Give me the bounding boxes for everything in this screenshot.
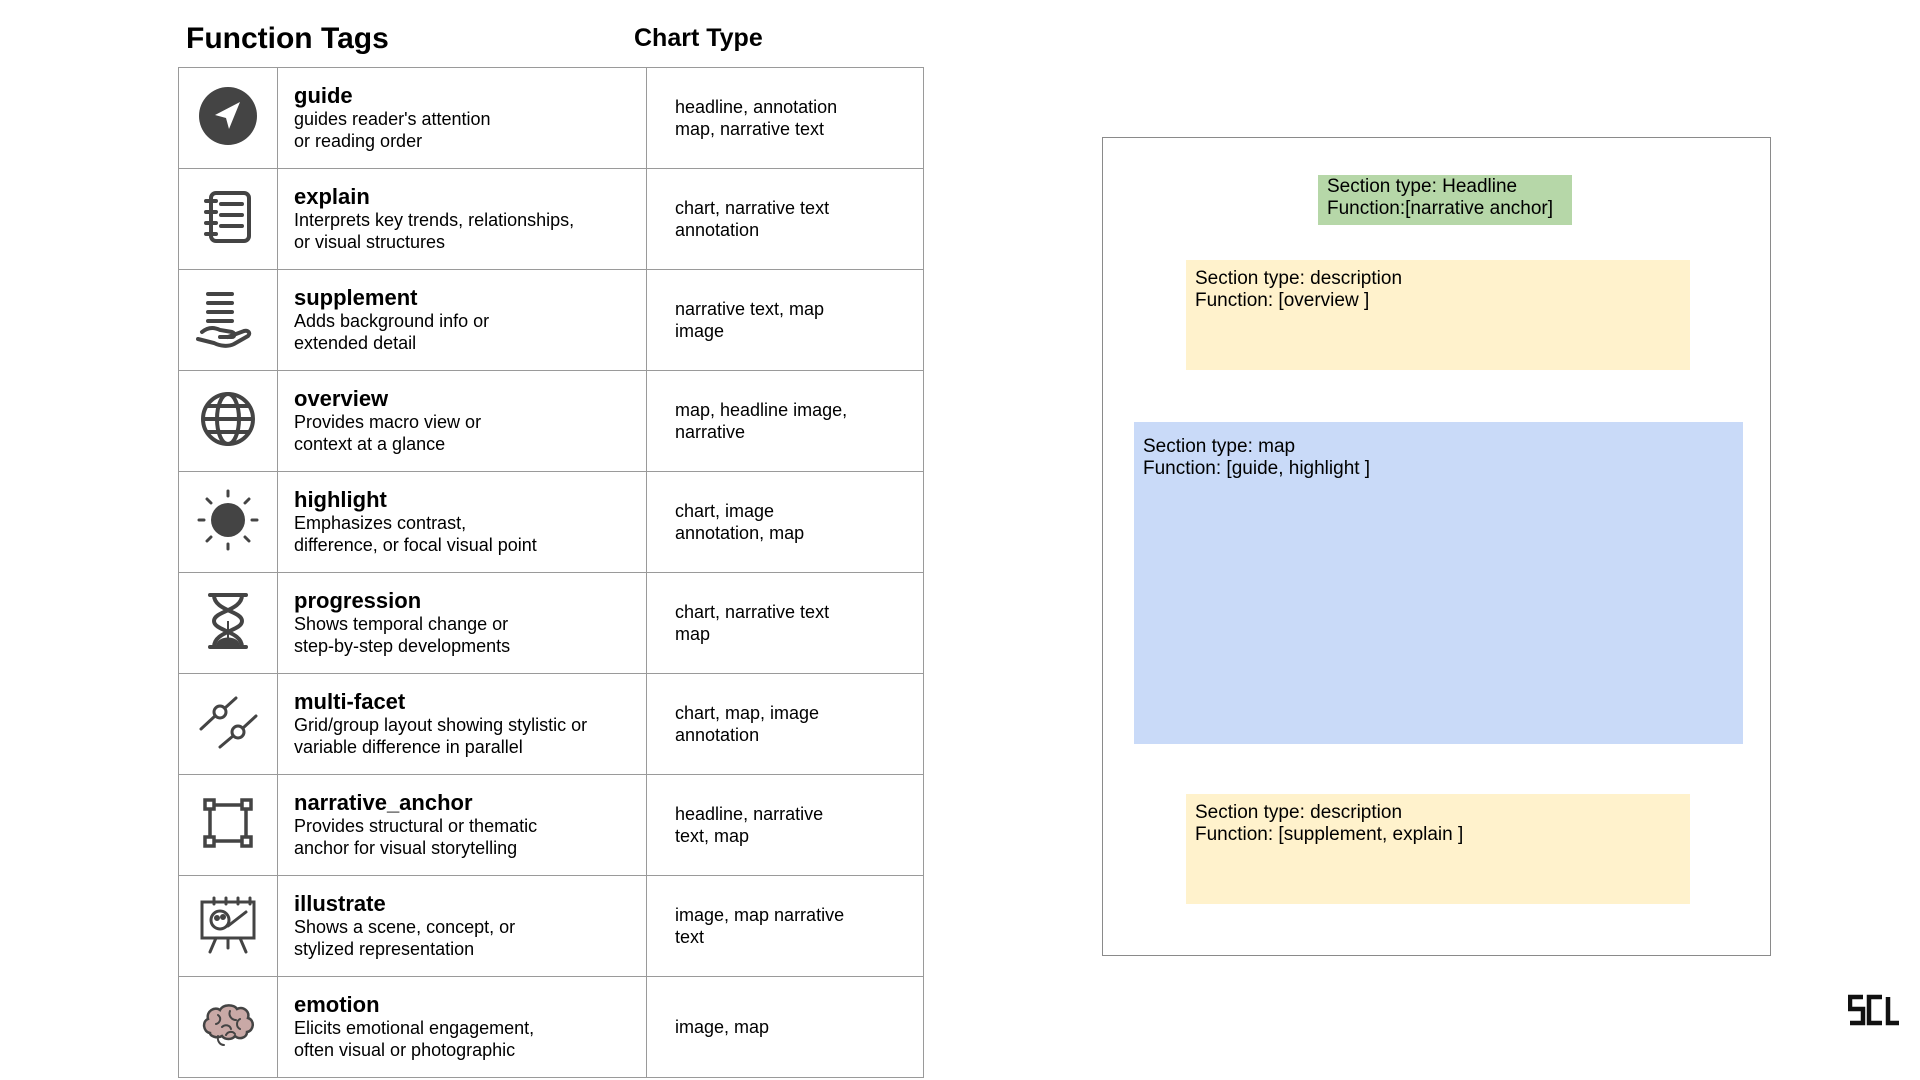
function-tags-header: Function Tags	[186, 22, 389, 55]
chart-type-text: headline, narrative	[675, 804, 824, 824]
section-function-label: Function:[narrative anchor]	[1327, 198, 1554, 219]
table-row: supplement Adds background info or exten…	[178, 269, 924, 371]
chart-type-text: chart, narrative text	[675, 198, 830, 218]
layout-example-canvas: Section type: Headline Function:[narrati…	[1102, 137, 1771, 956]
tag-description: difference, or focal visual point	[294, 535, 537, 555]
tag-description: Shows temporal change or	[294, 614, 509, 634]
table-row: highlight Emphasizes contrast, differenc…	[178, 471, 924, 573]
icon-cell	[178, 572, 278, 674]
tag-name: emotion	[294, 992, 380, 1017]
tag-description: Emphasizes contrast,	[294, 513, 467, 533]
lab-logo-icon: SCL	[1847, 994, 1901, 1026]
sun-icon	[196, 488, 260, 552]
tag-name: highlight	[294, 487, 387, 512]
tag-description: Provides macro view or	[294, 412, 482, 432]
chart-type-text: annotation, map	[675, 523, 805, 543]
table-row: explain Interprets key trends, relations…	[178, 168, 924, 270]
tag-name: supplement	[294, 285, 418, 310]
paper-plane-icon	[196, 84, 260, 148]
tag-name: overview	[294, 386, 389, 411]
table-row: overview Provides macro view or context …	[178, 370, 924, 472]
icon-cell	[178, 774, 278, 876]
anchor-square-icon	[196, 791, 260, 855]
chart-type-text: chart, image	[675, 501, 775, 521]
brain-icon	[196, 993, 260, 1057]
map-section: Section type: map Function: [guide, high…	[1134, 422, 1743, 744]
chart-type-text: annotation	[675, 725, 760, 745]
tag-name: guide	[294, 83, 353, 108]
table-row: multi-facet Grid/group layout showing st…	[178, 673, 924, 775]
hand-giving-icon	[196, 286, 260, 350]
chart-type-text: map, narrative text	[675, 119, 825, 139]
tag-description: context at a glance	[294, 434, 446, 454]
tag-description: variable difference in parallel	[294, 737, 523, 757]
hourglass-icon	[196, 589, 260, 653]
section-type-label: Section type: Headline	[1327, 176, 1518, 197]
icon-cell	[178, 168, 278, 270]
section-type-label: Section type: map	[1143, 436, 1296, 457]
tag-description: Interprets key trends, relationships,	[294, 210, 575, 230]
tag-description: guides reader's attention	[294, 109, 491, 129]
icon-cell	[178, 471, 278, 573]
tag-description: stylized representation	[294, 939, 475, 959]
tag-name: illustrate	[294, 891, 386, 916]
chart-type-text: image	[675, 321, 725, 341]
tag-description: step-by-step developments	[294, 636, 511, 656]
tag-description: Grid/group layout showing stylistic or	[294, 715, 588, 735]
tag-description: Adds background info or	[294, 311, 490, 331]
tag-description: Elicits emotional engagement,	[294, 1018, 535, 1038]
easel-palette-icon	[196, 892, 260, 956]
section-type-label: Section type: description	[1195, 268, 1403, 289]
tag-name: progression	[294, 588, 422, 613]
chart-type-text: map	[675, 624, 711, 644]
chart-type-header: Chart Type	[634, 24, 763, 52]
chart-type-text: text, map	[675, 826, 750, 846]
chart-type-text: image, map narrative	[675, 905, 845, 925]
connected-nodes-icon	[196, 690, 260, 754]
description-section: Section type: description Function: [ove…	[1186, 260, 1690, 370]
icon-cell	[178, 976, 278, 1078]
chart-type-text: narrative	[675, 422, 746, 442]
table-row: narrative_anchor Provides structural or …	[178, 774, 924, 876]
chart-type-text: text	[675, 927, 705, 947]
icon-cell	[178, 673, 278, 775]
chart-type-text: annotation	[675, 220, 760, 240]
table-row: illustrate Shows a scene, concept, or st…	[178, 875, 924, 977]
icon-cell	[178, 875, 278, 977]
chart-type-text: narrative text, map	[675, 299, 825, 319]
notebook-list-icon	[196, 185, 260, 249]
section-function-label: Function: [guide, highlight ]	[1143, 458, 1371, 479]
logo-text: SCL	[1900, 994, 1901, 995]
tag-description: anchor for visual storytelling	[294, 838, 518, 858]
table-row: guide guides reader's attention or readi…	[178, 67, 924, 169]
chart-type-text: image, map	[675, 1017, 770, 1037]
table-row: progression Shows temporal change or ste…	[178, 572, 924, 674]
chart-type-text: chart, map, image	[675, 703, 820, 723]
chart-type-text: chart, narrative text	[675, 602, 830, 622]
icon-cell	[178, 370, 278, 472]
section-function-label: Function: [overview ]	[1195, 290, 1370, 311]
tag-description: or visual structures	[294, 232, 446, 252]
headline-section: Section type: Headline Function:[narrati…	[1318, 175, 1572, 225]
tag-name: multi-facet	[294, 689, 406, 714]
globe-icon	[196, 387, 260, 451]
chart-type-text: map, headline image,	[675, 400, 848, 420]
tag-description: Provides structural or thematic	[294, 816, 538, 836]
table-row: emotion Elicits emotional engagement, of…	[178, 976, 924, 1078]
icon-cell	[178, 269, 278, 371]
function-tags-table: guide guides reader's attention or readi…	[178, 67, 924, 1078]
section-type-label: Section type: description	[1195, 802, 1403, 823]
icon-cell	[178, 67, 278, 169]
tag-name: explain	[294, 184, 370, 209]
description-section: Section type: description Function: [sup…	[1186, 794, 1690, 904]
tag-description: often visual or photographic	[294, 1040, 516, 1060]
tag-description: or reading order	[294, 131, 423, 151]
tag-description: Shows a scene, concept, or	[294, 917, 516, 937]
tag-name: narrative_anchor	[294, 790, 473, 815]
tag-description: extended detail	[294, 333, 417, 353]
chart-type-text: headline, annotation	[675, 97, 838, 117]
section-function-label: Function: [supplement, explain ]	[1195, 824, 1464, 845]
